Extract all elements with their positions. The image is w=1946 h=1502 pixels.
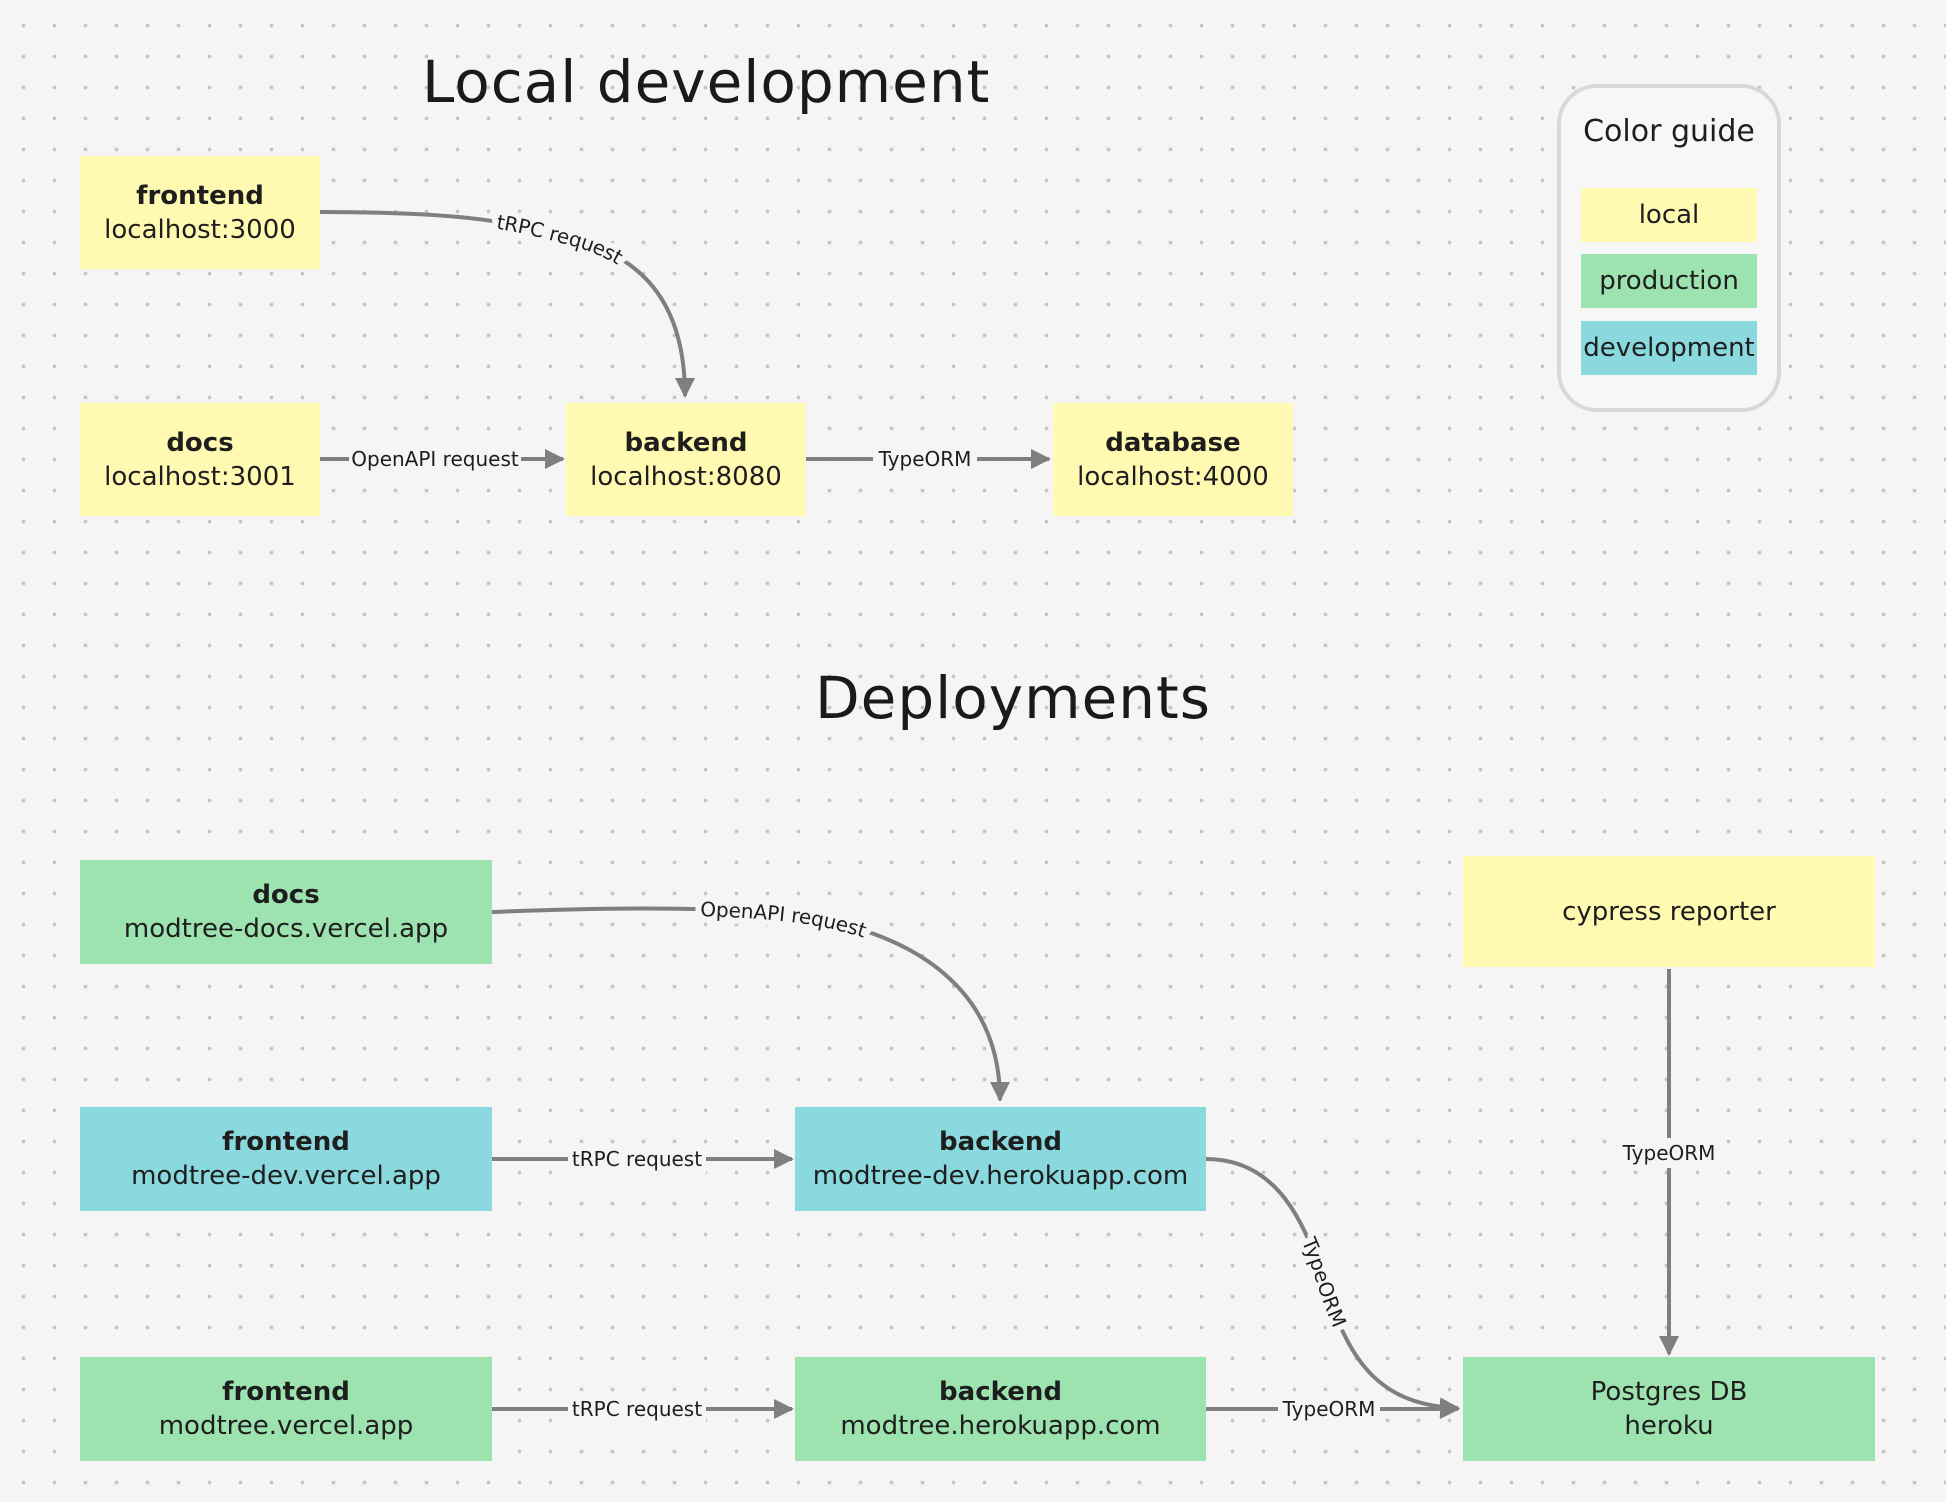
node-host: modtree-dev.vercel.app [131,1161,441,1191]
prod-backend-node[interactable]: backend modtree.herokuapp.com [795,1357,1206,1461]
edge-label-prod-trpc: tRPC request [572,1397,702,1421]
node-sublabel: heroku [1624,1411,1714,1441]
node-title: backend [624,427,748,458]
edge-label-cypress-typeorm: TypeORM [1622,1141,1716,1165]
node-host: localhost:3000 [104,214,296,245]
node-title: frontend [136,180,264,211]
local-backend-node[interactable]: backend localhost:8080 [566,403,806,516]
legend-chip-production: production [1581,254,1757,308]
local-docs-node[interactable]: docs localhost:3001 [80,403,320,516]
node-host: localhost:8080 [590,461,782,492]
node-title: frontend [222,1127,350,1157]
edge-label-dev-typeorm: TypeORM [1297,1233,1352,1331]
local-development-heading: Local development [422,48,991,116]
node-title: docs [166,427,234,458]
edge-label-local-trpc: tRPC request [495,210,627,269]
node-title: database [1105,427,1241,458]
deployments-heading: Deployments [815,664,1211,732]
edge-label-local-typeorm: TypeORM [878,447,972,471]
cypress-reporter-node[interactable]: cypress reporter [1463,856,1875,967]
edge-label-docs-openapi: OpenAPI request [700,897,870,942]
node-title: frontend [222,1377,350,1407]
node-host: localhost:4000 [1077,461,1269,492]
node-title: backend [939,1127,1062,1157]
node-label: Postgres DB [1590,1377,1748,1407]
legend-chip-development: development [1581,321,1757,375]
postgres-db-node[interactable]: Postgres DB heroku [1463,1357,1875,1461]
edge-label-local-openapi: OpenAPI request [351,447,519,471]
legend-chip-local: local [1581,188,1757,242]
color-guide: Color guide local production development [1557,84,1781,412]
dev-frontend-node[interactable]: frontend modtree-dev.vercel.app [80,1107,492,1211]
node-host: modtree.vercel.app [158,1411,414,1441]
node-label: cypress reporter [1562,896,1776,927]
node-host: modtree-dev.herokuapp.com [812,1161,1189,1191]
edge-local-trpc [319,210,695,398]
docs-node[interactable]: docs modtree-docs.vercel.app [80,860,492,964]
local-database-node[interactable]: database localhost:4000 [1053,403,1293,516]
prod-frontend-node[interactable]: frontend modtree.vercel.app [80,1357,492,1461]
local-frontend-node[interactable]: frontend localhost:3000 [80,156,320,269]
node-host: modtree-docs.vercel.app [123,914,449,944]
node-host: localhost:3001 [104,461,296,492]
color-guide-title: Color guide [1583,114,1755,149]
node-host: modtree.herokuapp.com [840,1411,1161,1441]
edge-label-prod-typeorm: TypeORM [1282,1397,1376,1421]
edge-dev-typeorm [1205,1157,1460,1418]
dev-backend-node[interactable]: backend modtree-dev.herokuapp.com [795,1107,1206,1211]
edge-label-dev-trpc: tRPC request [572,1147,702,1171]
node-title: docs [252,880,320,910]
node-title: backend [939,1377,1062,1407]
edge-docs-openapi [491,906,1010,1102]
